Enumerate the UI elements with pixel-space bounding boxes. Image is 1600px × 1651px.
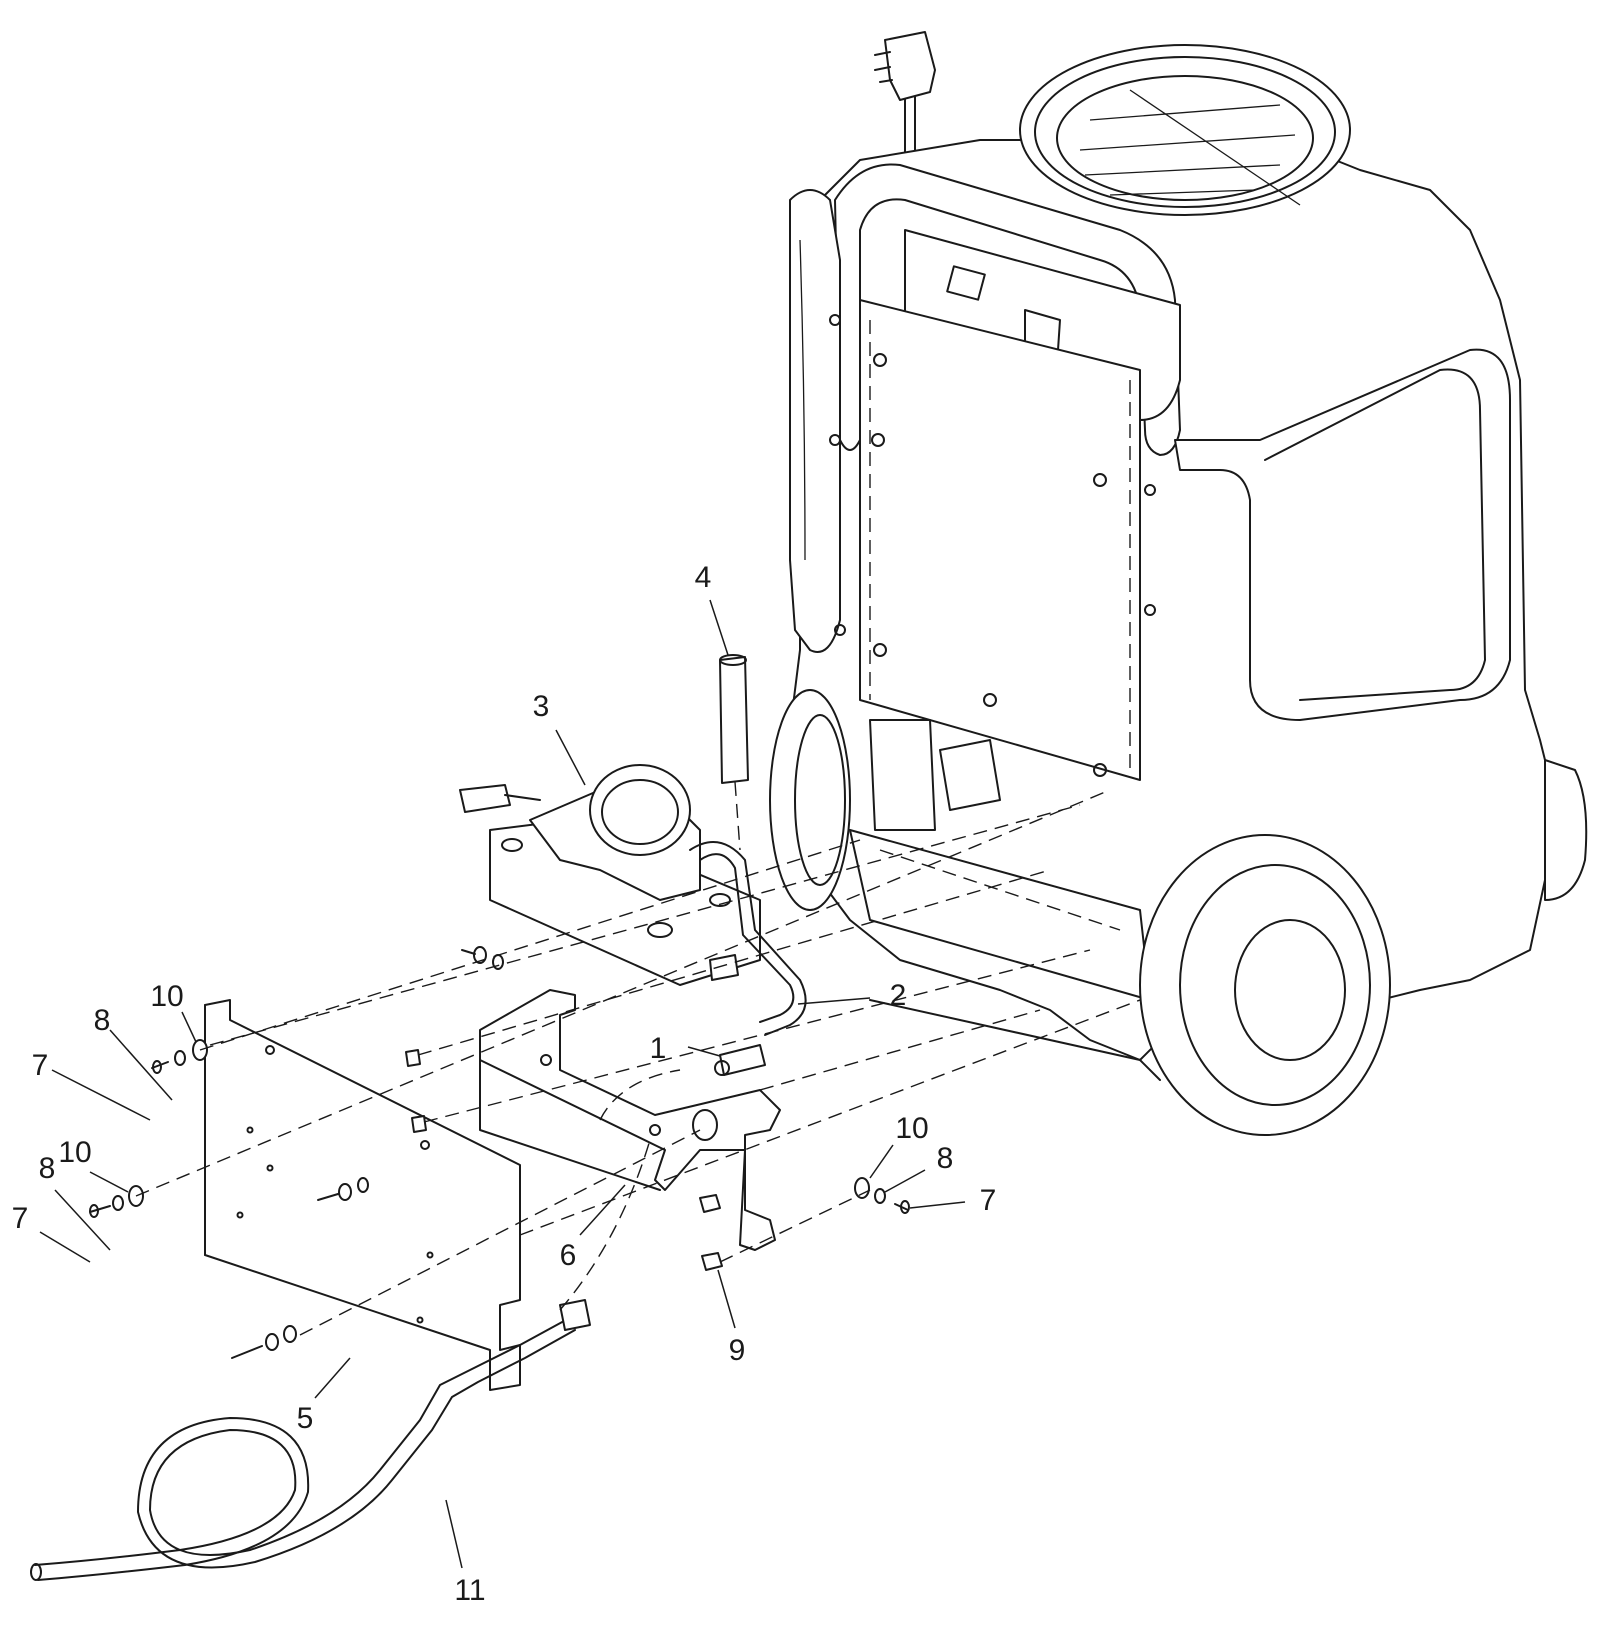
callout-11: 11 — [454, 1574, 485, 1607]
part-4-hose — [719, 654, 749, 784]
part-3-pump — [459, 764, 761, 986]
callout-8-upper-left: 8 — [94, 1004, 111, 1037]
fasteners — [89, 946, 910, 1359]
callout-7-lower-left: 7 — [12, 1202, 29, 1235]
callout-10-upper-left: 10 — [150, 980, 183, 1013]
part-5-cover-plate — [204, 999, 521, 1391]
part-6-bracket — [479, 989, 781, 1251]
callout-8-right: 8 — [937, 1142, 954, 1175]
plate-bolts — [231, 946, 504, 1359]
callout-1: 1 — [650, 1032, 667, 1065]
callout-5: 5 — [297, 1402, 314, 1435]
part-1-fitting — [714, 1044, 766, 1076]
callout-leaders — [39, 599, 966, 1569]
callout-labels: 1 2 3 4 5 6 7 7 7 8 8 8 9 10 10 10 11 — [12, 561, 997, 1607]
power-plug-icon — [874, 31, 936, 181]
callout-10-lower-left: 10 — [58, 1136, 91, 1169]
callout-8-lower-left: 8 — [39, 1152, 56, 1185]
callout-6: 6 — [560, 1239, 577, 1272]
part-9-nuts — [699, 1194, 723, 1271]
bolt-set-lower-left — [89, 1185, 144, 1218]
callout-10-right: 10 — [895, 1112, 928, 1145]
bolt-set-upper-left — [151, 1039, 208, 1074]
machine-body — [769, 31, 1588, 1136]
callout-7-right: 7 — [980, 1184, 997, 1217]
callout-2: 2 — [890, 979, 907, 1012]
callout-7-upper-left: 7 — [32, 1049, 49, 1082]
bolt-set-right — [854, 1177, 910, 1214]
assembly-lines — [135, 781, 1141, 1336]
callout-4: 4 — [695, 561, 712, 594]
part-11-drain-hose — [30, 1299, 591, 1581]
callout-3: 3 — [533, 690, 550, 723]
callout-9: 9 — [729, 1334, 746, 1367]
part-2-tube — [689, 841, 807, 1036]
